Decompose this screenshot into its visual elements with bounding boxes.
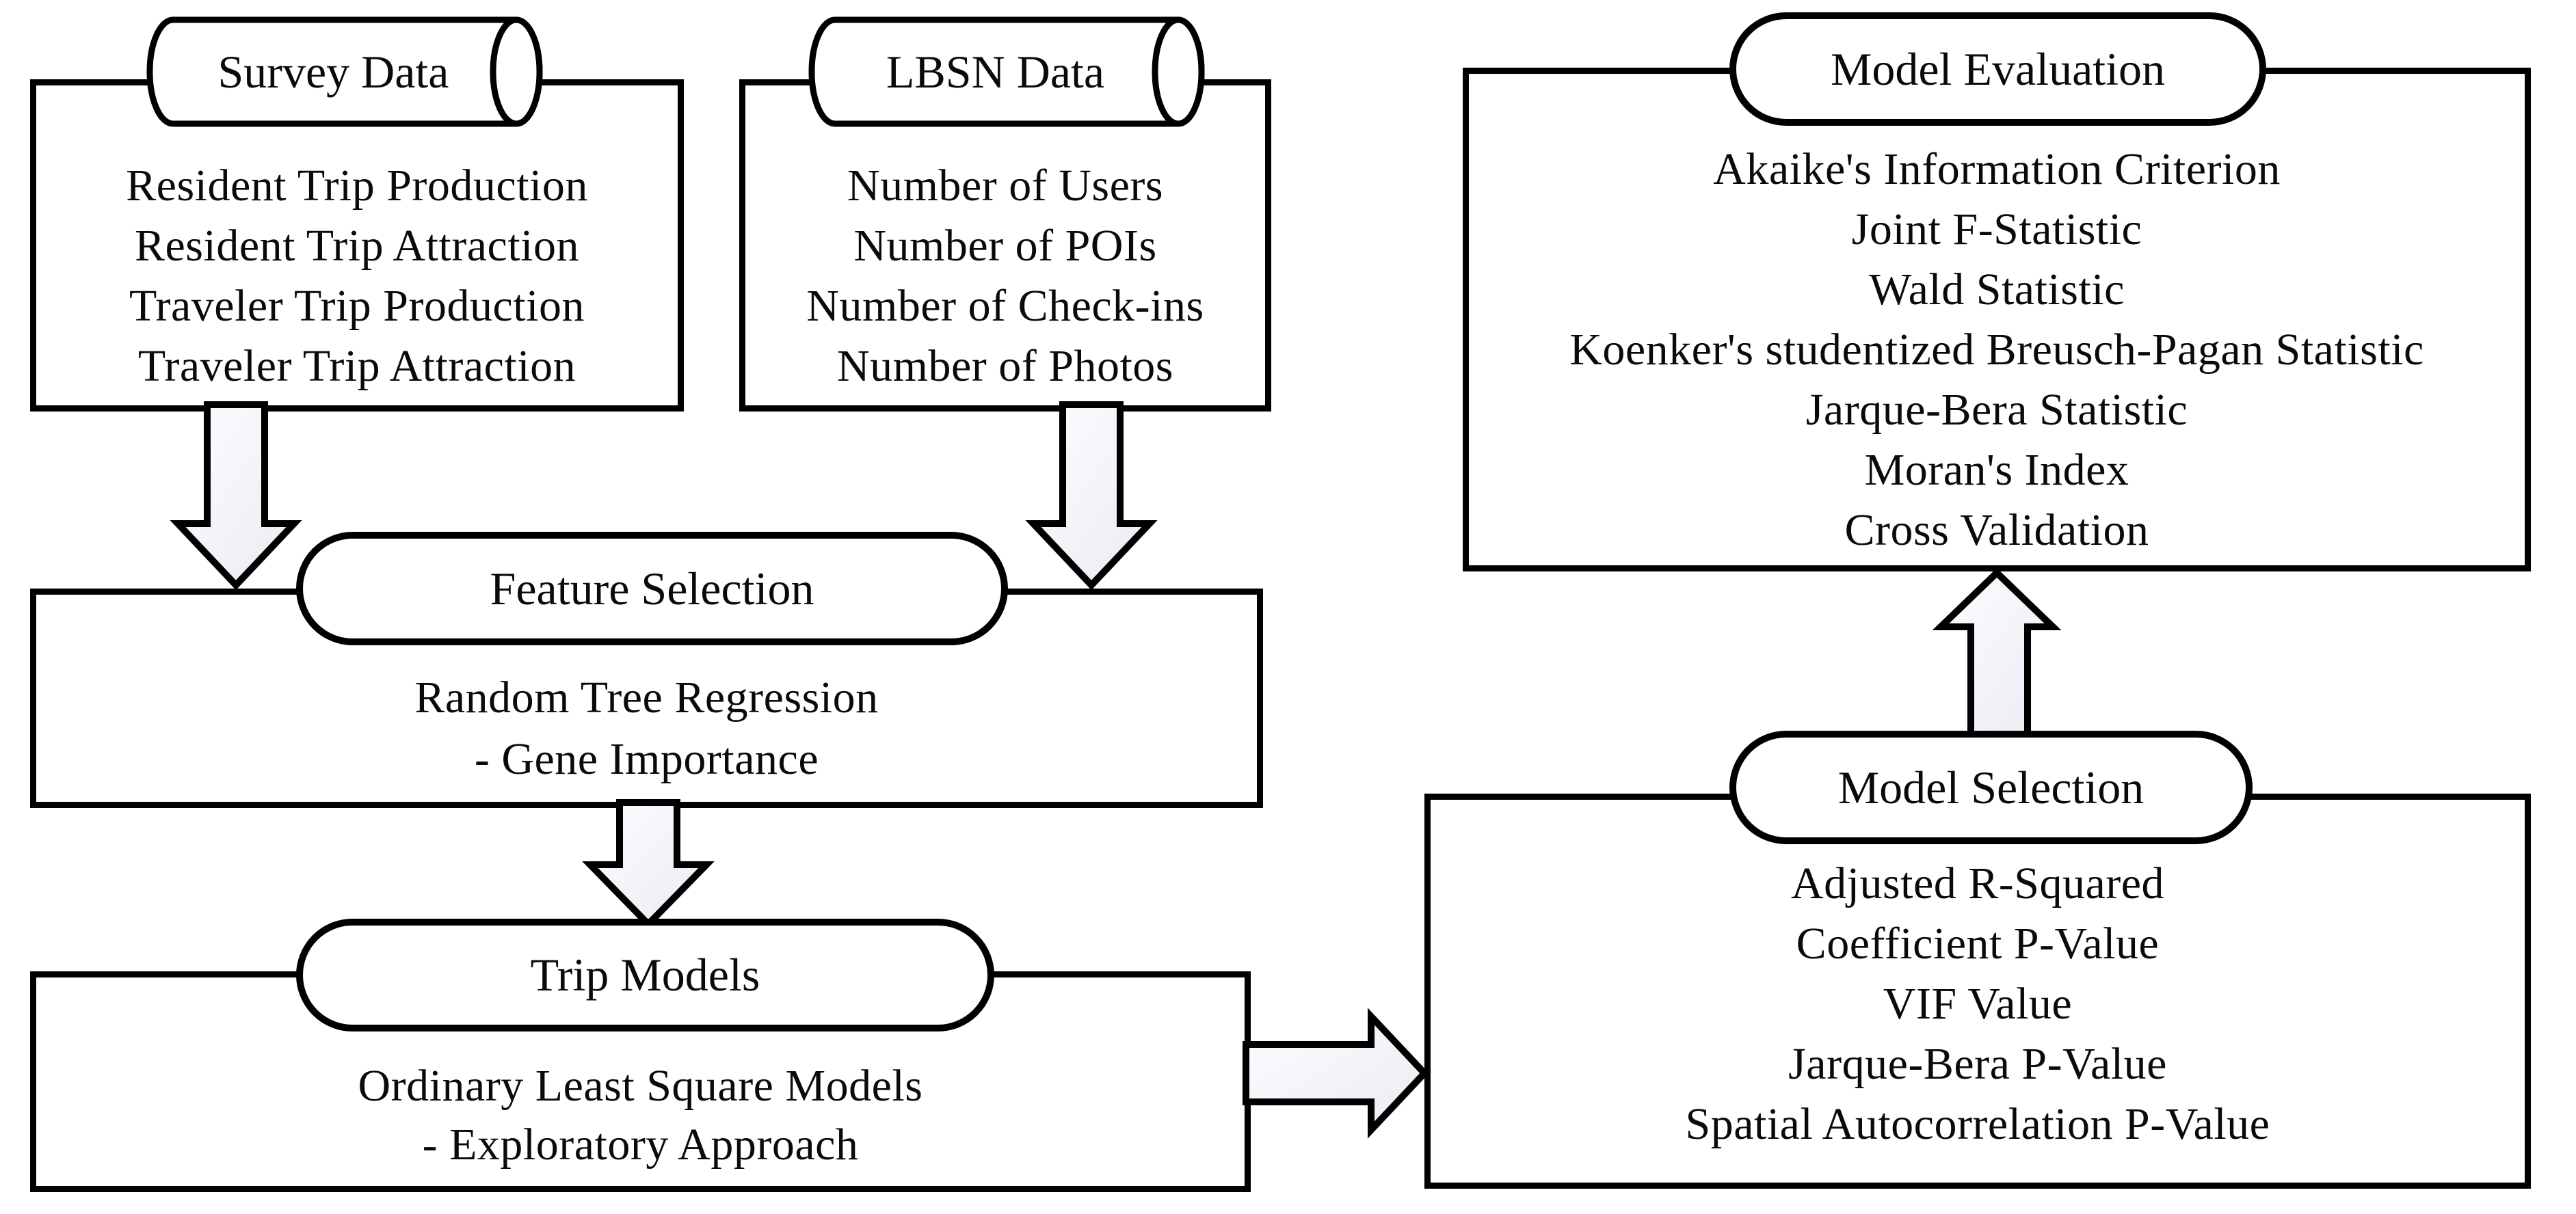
survey-to-feature-selection-arrow — [170, 401, 302, 591]
survey-data-box: Resident Trip Production Resident Trip A… — [30, 79, 684, 412]
survey-data-header: Survey Data — [217, 45, 449, 98]
list-item-text: Moran's Index — [1864, 445, 2129, 495]
model-selection-box: Adjusted R-Squared Coefficient P-Value V… — [1424, 794, 2531, 1189]
list-item-text: Jarque-Bera P-Value — [1788, 1039, 2167, 1089]
lbsn-data-box: Number of Users Number of POIs Number of… — [739, 79, 1271, 412]
list-item-text: Number of Check-ins — [806, 281, 1204, 331]
arrow-down-icon — [170, 401, 302, 591]
lbsn-data-list: Number of Users Number of POIs Number of… — [745, 156, 1265, 396]
list-item-text: Adjusted R-Squared — [1790, 859, 2165, 908]
model-selection-header: Model Selection — [1729, 731, 2253, 844]
list-item-text: - Exploratory Approach — [422, 1120, 859, 1170]
list-item-text: Resident Trip Attraction — [134, 221, 580, 271]
model-selection-to-model-evaluation-arrow — [1932, 568, 2062, 739]
database-cylinder-icon — [808, 16, 1205, 127]
trip-models-header: Trip Models — [296, 919, 994, 1031]
feature-selection-list: Random Tree Regression - Gene Importance — [36, 667, 1257, 790]
lbsn-data-header: LBSN Data — [886, 45, 1105, 98]
list-item-text: Wald Statistic — [1869, 265, 2125, 314]
model-selection-list: Adjusted R-Squared Coefficient P-Value V… — [1431, 854, 2525, 1155]
list-item-text: Traveler Trip Attraction — [137, 341, 576, 391]
trip-models-to-model-selection-arrow — [1243, 1008, 1429, 1139]
arrow-right-icon — [1243, 1008, 1429, 1139]
list-item-text: - Gene Importance — [474, 734, 819, 784]
list-item-text: Ordinary Least Square Models — [358, 1061, 923, 1111]
list-item-text: Random Tree Regression — [414, 673, 879, 723]
list-item-text: Number of Photos — [837, 341, 1173, 391]
model-evaluation-box: Akaike's Information Criterion Joint F-S… — [1463, 68, 2531, 571]
list-item-text: Spatial Autocorrelation P-Value — [1685, 1099, 2270, 1149]
list-item-text: Jarque-Bera Statistic — [1805, 385, 2188, 435]
model-evaluation-list: Akaike's Information Criterion Joint F-S… — [1469, 139, 2525, 561]
list-item-text: VIF Value — [1883, 979, 2073, 1029]
list-item-text: Number of POIs — [853, 221, 1157, 271]
list-item-text: Cross Validation — [1844, 505, 2149, 555]
arrow-down-icon — [1025, 401, 1158, 591]
list-item-text: Number of Users — [847, 161, 1164, 211]
feature-selection-to-trip-models-arrow — [582, 799, 715, 930]
list-item-text: Joint F-Statistic — [1851, 204, 2142, 254]
list-item-text: Akaike's Information Criterion — [1713, 144, 2281, 194]
database-cylinder-icon — [146, 16, 543, 127]
list-item-text: Resident Trip Production — [126, 161, 588, 211]
lbsn-to-feature-selection-arrow — [1025, 401, 1158, 591]
trip-models-list: Ordinary Least Square Models - Explorato… — [36, 1057, 1245, 1174]
model-evaluation-header: Model Evaluation — [1729, 12, 2266, 126]
feature-selection-header: Feature Selection — [296, 532, 1008, 645]
arrow-down-icon — [582, 799, 715, 930]
list-item-text: Coefficient P-Value — [1796, 919, 2160, 969]
arrow-up-icon — [1932, 568, 2062, 739]
list-item-text: Koenker's studentized Breusch-Pagan Stat… — [1569, 325, 2424, 375]
survey-data-list: Resident Trip Production Resident Trip A… — [36, 156, 678, 396]
list-item-text: Traveler Trip Production — [129, 281, 585, 331]
